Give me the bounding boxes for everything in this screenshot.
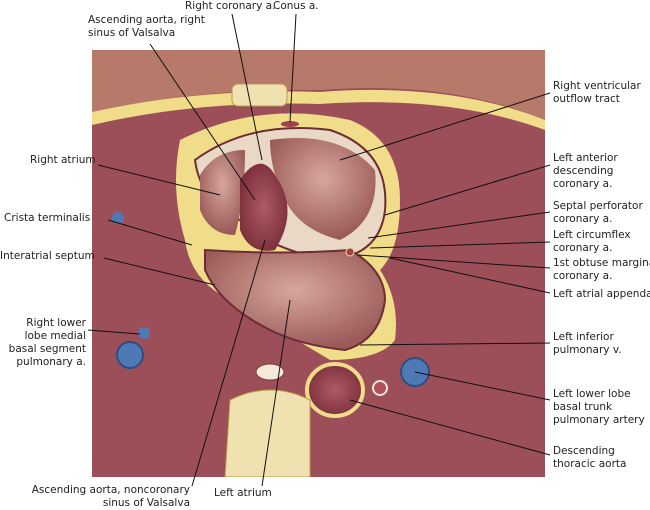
- label-line: Right lower: [26, 317, 86, 329]
- label-line: coronary a.: [553, 213, 613, 225]
- descending-aorta: [305, 362, 365, 418]
- label-right-coronary: Right coronary a.: [185, 0, 276, 12]
- vessel: [138, 327, 150, 339]
- label-line: thoracic aorta: [553, 458, 627, 470]
- label-line: basal trunk: [553, 401, 613, 413]
- label-line: Descending: [553, 445, 615, 457]
- label-line: pulmonary artery: [553, 414, 645, 426]
- label-line: pulmonary v.: [553, 344, 622, 356]
- label-line: 1st obtuse marginal: [553, 257, 650, 269]
- esophagus: [255, 363, 285, 381]
- vessel: [372, 380, 388, 396]
- label-line: sinus of Valsalva: [102, 497, 190, 509]
- label-interatrial-septum: Interatrial septum: [0, 250, 95, 262]
- label-line: sinus of Valsalva: [88, 27, 176, 39]
- label-line: lobe medial: [24, 330, 86, 342]
- conus-artery: [281, 121, 299, 127]
- label-line: Left circumflex: [553, 229, 631, 241]
- label-line: coronary a.: [553, 178, 613, 190]
- label-right-atrium: Right atrium: [30, 154, 96, 166]
- label-line: Right ventricular: [553, 80, 641, 92]
- label-line: Septal perforator: [553, 200, 643, 212]
- right-ventricular-outflow-tract: [270, 138, 376, 240]
- label-line: coronary a.: [553, 242, 613, 254]
- circumflex-artery: [345, 247, 355, 257]
- left-atrium: [204, 248, 387, 352]
- right-atrium: [200, 150, 245, 235]
- label-crista-terminalis: Crista terminalis: [4, 212, 91, 224]
- label-line: Ascending aorta, right: [88, 14, 205, 26]
- sternum: [231, 83, 288, 107]
- label-left-atrial-appendage: Left atrial appendage: [553, 288, 650, 300]
- label-line: Left lower lobe: [553, 388, 631, 400]
- right-lower-lobe-pulmonary-artery: [116, 341, 144, 369]
- leader-lines: [87, 13, 551, 487]
- vessel: [112, 212, 124, 224]
- label-line: Left inferior: [553, 331, 614, 343]
- chest-wall: [92, 50, 545, 120]
- label-left-atrium: Left atrium: [214, 487, 272, 499]
- label-line: basal segment: [8, 343, 86, 355]
- label-line: outflow tract: [553, 93, 620, 105]
- vertebra: [224, 389, 311, 477]
- ascending-aorta: [240, 163, 288, 251]
- subcutaneous-fat: [92, 89, 545, 130]
- label-line: Ascending aorta, noncoronary: [31, 484, 190, 496]
- label-line: descending: [553, 165, 614, 177]
- label-line: pulmonary a.: [16, 356, 86, 368]
- label-line: coronary a.: [553, 270, 613, 282]
- label-line: Left anterior: [553, 152, 618, 164]
- label-conus: Conus a.: [273, 0, 319, 12]
